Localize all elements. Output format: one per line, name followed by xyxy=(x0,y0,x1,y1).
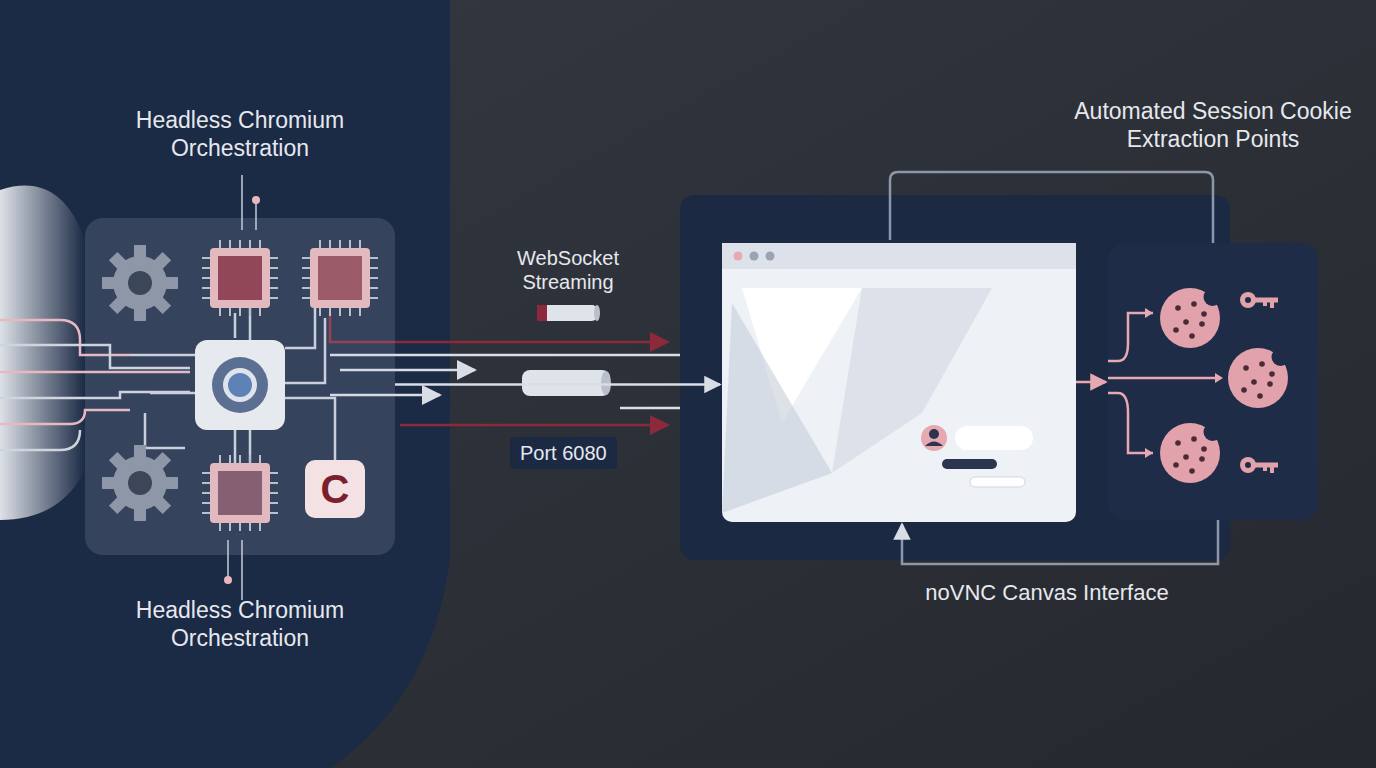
panel-box: Automated Session Cookie Extraction Poin… xyxy=(1108,243,1318,520)
node-title: Automated Session Cookie Extraction Poin… xyxy=(1053,97,1373,153)
edge-label: WebSocket Streaming xyxy=(493,246,643,295)
connector-arrow xyxy=(395,383,720,386)
port-label: Port 6080 xyxy=(510,437,617,469)
panel-box: Headless Chromium OrchestrationHeadless … xyxy=(85,218,395,555)
connector-arrow xyxy=(1076,381,1106,384)
logo-letter: C xyxy=(305,460,365,518)
connector-arrow xyxy=(902,520,1218,564)
node-title: Headless Chromium Orchestration xyxy=(110,106,370,162)
logo-box: C xyxy=(305,460,365,518)
node-title: noVNC Canvas Interface xyxy=(847,580,1247,607)
node-illustration xyxy=(1108,243,1318,520)
node-illustration xyxy=(722,243,1076,522)
node-title: Headless Chromium Orchestration xyxy=(110,596,370,652)
browser-window: noVNC Canvas Interface xyxy=(722,243,1076,522)
